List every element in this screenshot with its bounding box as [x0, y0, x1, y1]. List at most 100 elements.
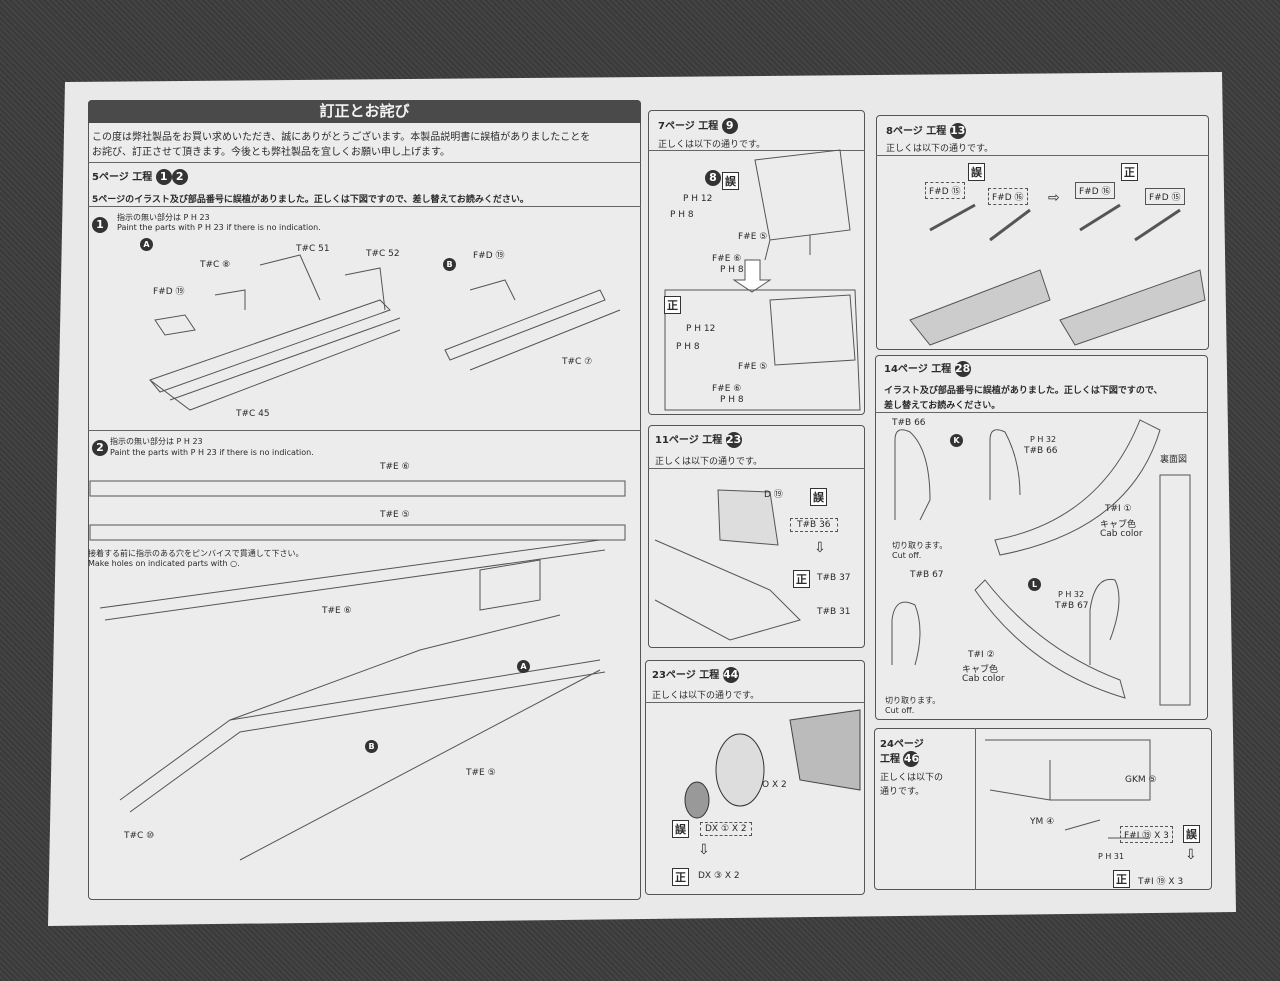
down-arrow-icon: ⇩	[814, 540, 826, 556]
text-label: 24ページ	[880, 739, 924, 750]
text-label: P H 12	[686, 324, 716, 334]
text-label: 誤	[810, 488, 827, 506]
part-label: T#C ⑩	[124, 831, 155, 841]
text-label: P H 32	[1058, 590, 1085, 599]
intro-line-1: この度は弊社製品をお買い求めいただき、誠にありがとうございます。本製品説明書に誤…	[92, 132, 591, 143]
text-label: F#I ⑲ X 3	[1120, 826, 1173, 843]
text-label: F#E ⑥	[712, 254, 742, 264]
part-label: F#D ⑲	[153, 287, 185, 297]
text-label: 通りです。	[880, 787, 925, 797]
text-label: F#D ⑮	[1145, 188, 1185, 205]
text-label: 44	[722, 667, 739, 683]
text-label: L	[1028, 578, 1041, 591]
text-label: T#I ②	[968, 650, 995, 660]
page-title: 訂正とお詫び	[88, 100, 641, 123]
text-label: 正しくは以下の通りです。	[886, 144, 994, 154]
text-label: 9	[721, 118, 738, 134]
right-badge: 正	[664, 296, 681, 314]
text-label: キャブ色	[962, 665, 999, 675]
text-label: 8	[705, 170, 721, 186]
intro-line-2: お詫び、訂正させて頂きます。今後とも弊社製品を宜しくお願い申し上げます。	[92, 147, 450, 158]
text-label: 差し替えてお読みください。	[884, 401, 1001, 411]
step-2-badge: 2	[92, 439, 108, 456]
text-label: T#B 31	[817, 607, 851, 617]
wrong-badge: 誤	[722, 172, 739, 190]
part-label: T#C 45	[236, 409, 270, 419]
text-label: イラスト及び部品番号に誤植がありました。正しくは下図ですので、	[884, 386, 1163, 396]
text-label: T#I ⑲ X 3	[1138, 877, 1184, 887]
text-label: Cab color	[962, 674, 1005, 684]
text-label: T#B 67	[1055, 601, 1089, 611]
text-label: K	[950, 434, 963, 447]
step2-en: Paint the parts with P H 23 if there is …	[110, 448, 314, 457]
text-label: 7ページ 工程	[658, 121, 719, 132]
text-label: キャブ色	[1100, 520, 1137, 530]
step-1-badge: 1	[92, 216, 108, 233]
part-label: T#C 52	[366, 249, 400, 259]
part-label: T#C 51	[296, 244, 330, 254]
label-b: B	[443, 258, 456, 271]
chassis-frame-drawing-step1	[149, 254, 621, 411]
text-label: 23ページ 工程	[652, 670, 720, 681]
text-label: DX ③ X 2	[698, 871, 740, 881]
text-label: T#B 66	[892, 418, 926, 428]
text-label: YM ④	[1030, 817, 1055, 827]
text-label: O X 2	[762, 780, 787, 790]
text-label: 切り取ります。	[892, 541, 948, 550]
down-arrow-icon: ⇩	[698, 842, 710, 858]
step2-jp: 指示の無い部分は P H 23	[110, 437, 203, 446]
wheel-drawing	[684, 709, 861, 819]
step2-note-jp: 接着する前に指示のある穴をピンバイスで貫通して下さい。	[88, 549, 304, 558]
part-label: T#C ⑧	[200, 260, 231, 270]
text-label: P H 12	[683, 194, 713, 204]
dashboard-drawing	[654, 489, 801, 641]
text-label: P H 31	[1098, 852, 1125, 861]
text-label: DX ① X 2	[700, 822, 752, 836]
text-label: 正しくは以下の通りです。	[655, 457, 763, 467]
step1-en: Paint the parts with P H 23 if there is …	[117, 223, 321, 232]
part-label: T#E ⑥	[380, 462, 410, 472]
text-label: 裏面図	[1160, 455, 1188, 465]
right-arrow-icon: ⇨	[1048, 190, 1060, 206]
label-b: B	[365, 740, 378, 753]
text-label: 正しくは以下の	[880, 773, 944, 783]
mudguard-drawing	[891, 419, 1191, 706]
suspension-drawing	[909, 203, 1206, 346]
text-label: 1	[155, 169, 172, 185]
text-label: 46	[903, 751, 920, 767]
text-label: T#B 37	[817, 573, 851, 583]
label-a: A	[517, 660, 530, 673]
text-label: 2	[171, 169, 188, 185]
text-label: F#D ⑮	[925, 182, 965, 199]
text-label: 5ページ 工程	[92, 172, 153, 183]
step2-note-en: Make holes on indicated parts with ○.	[88, 559, 240, 568]
text-label: 誤	[1183, 825, 1200, 843]
text-label: F#E ⑥	[712, 384, 742, 394]
text-label: F#D ⑯	[988, 188, 1028, 205]
part-label: T#C ⑦	[562, 357, 593, 367]
text-label: 28	[954, 361, 971, 377]
text-label: 正	[672, 868, 689, 886]
text-label: 正しくは以下の通りです。	[652, 691, 760, 701]
side-box-drawing	[985, 739, 1151, 839]
text-label: 正	[1113, 870, 1130, 888]
text-label: Cut off.	[892, 551, 922, 560]
text-label: F#D ⑯	[1075, 182, 1115, 199]
label-a: A	[140, 238, 153, 251]
text-label: F#E ⑤	[738, 232, 768, 242]
part-label: T#E ⑤	[380, 510, 410, 520]
part-label: F#D ⑲	[473, 251, 505, 261]
sec7-desc: 正しくは以下の通りです。	[658, 140, 766, 150]
text-label: 誤	[672, 820, 689, 838]
text-label: 誤	[968, 163, 985, 181]
panel-page5	[88, 100, 641, 900]
text-label: T#B 67	[910, 570, 944, 580]
sec5-desc: 5ページのイラスト及び部品番号に誤植がありました。正しくは下図ですので、差し替え…	[92, 195, 529, 205]
text-label: 正	[1121, 163, 1138, 181]
text-label: P H 32	[1030, 435, 1057, 444]
text-label: 8ページ 工程	[886, 126, 947, 137]
text-label: Cab color	[1100, 529, 1143, 539]
text-label: P H 8	[720, 265, 744, 275]
text-label: P H 8	[670, 210, 694, 220]
